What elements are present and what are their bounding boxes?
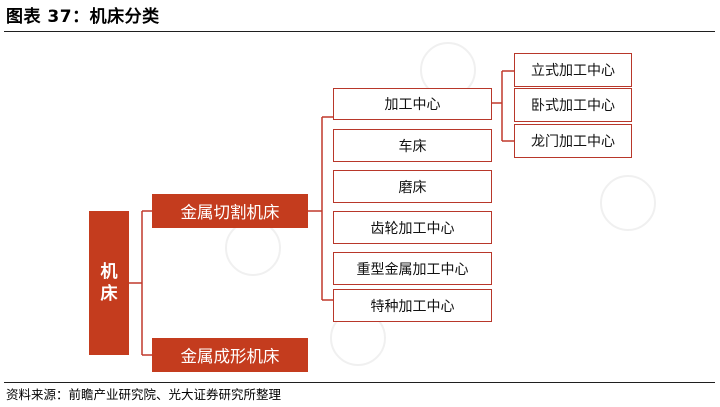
root-node: 机床 — [89, 211, 129, 355]
node-lathe: 车床 — [333, 129, 492, 162]
node-vertical-machining: 立式加工中心 — [514, 53, 632, 87]
node-grinder: 磨床 — [333, 170, 492, 203]
bottom-rule — [4, 382, 715, 383]
node-machining-center: 加工中心 — [333, 88, 492, 120]
node-special-machining: 特种加工中心 — [333, 289, 492, 322]
node-metal-cutting: 金属切割机床 — [152, 194, 308, 228]
node-gear-machining: 齿轮加工中心 — [333, 211, 492, 244]
node-metal-forming: 金属成形机床 — [152, 338, 308, 372]
top-rule — [4, 31, 715, 32]
chart-title: 图表 37：机床分类 — [6, 7, 160, 27]
node-gantry-machining: 龙门加工中心 — [514, 124, 632, 158]
connector-level2 — [492, 70, 514, 142]
source-note: 资料来源：前瞻产业研究院、光大证券研究所整理 — [6, 387, 282, 402]
node-heavy-metal-machining: 重型金属加工中心 — [333, 252, 492, 285]
connector-level1 — [308, 116, 333, 301]
connector-root — [129, 210, 152, 356]
node-horizontal-machining: 卧式加工中心 — [514, 88, 632, 122]
watermark-icon — [600, 175, 656, 231]
